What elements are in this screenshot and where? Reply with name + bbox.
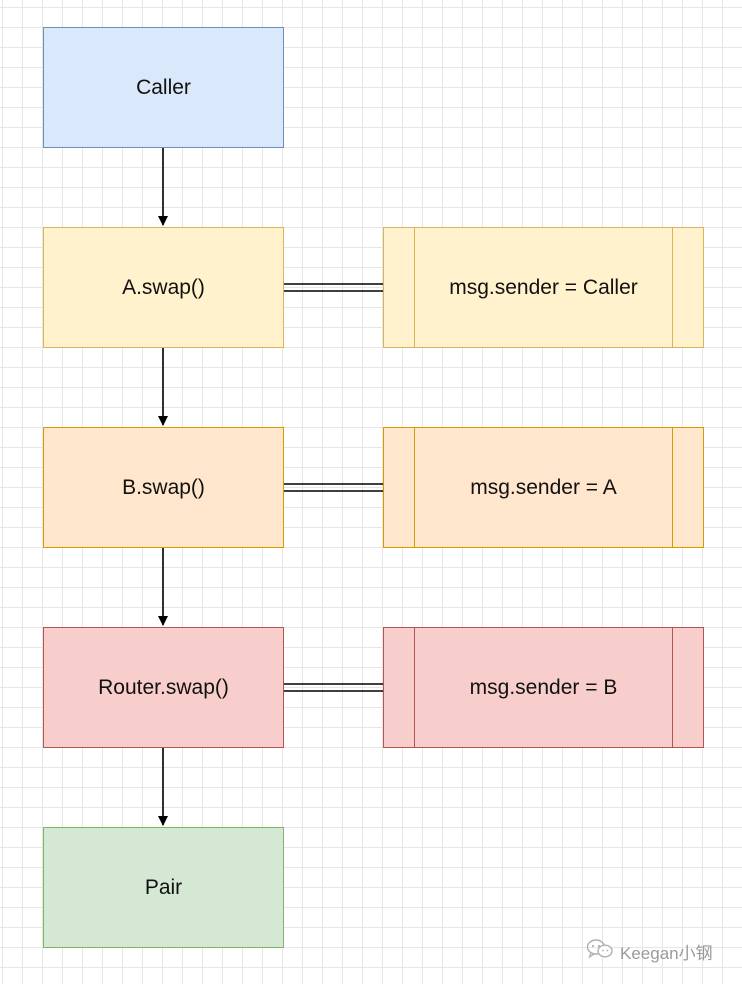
b-sender-note: msg.sender = A [383, 427, 704, 548]
process-bar-left [414, 428, 415, 547]
process-bar-right [672, 628, 673, 747]
wechat-icon [586, 938, 614, 965]
a-swap-label: A.swap() [122, 275, 205, 299]
b-sender-note-text: msg.sender = A [470, 475, 617, 499]
a-swap-box: A.swap() [43, 227, 284, 348]
process-bar-right [672, 428, 673, 547]
watermark-text: Keegan小钢 [620, 943, 713, 963]
process-bar-left [414, 228, 415, 347]
process-bar-right [672, 228, 673, 347]
b-swap-box: B.swap() [43, 427, 284, 548]
a-sender-note-text: msg.sender = Caller [449, 275, 638, 299]
router-swap-label: Router.swap() [98, 675, 229, 699]
process-bar-left [414, 628, 415, 747]
caller-label: Caller [136, 75, 191, 99]
b-swap-label: B.swap() [122, 475, 205, 499]
a-sender-note: msg.sender = Caller [383, 227, 704, 348]
router-sender-note-text: msg.sender = B [469, 675, 618, 699]
pair-label: Pair [144, 875, 183, 899]
link-a-to-note [283, 283, 383, 292]
link-b-to-note [283, 483, 383, 492]
caller-box: Caller [43, 27, 284, 148]
router-swap-box: Router.swap() [43, 627, 284, 748]
router-sender-note: msg.sender = B [383, 627, 704, 748]
pair-box: Pair [43, 827, 284, 948]
watermark: Keegan小钢 [586, 938, 713, 965]
link-router-to-note [283, 683, 383, 692]
